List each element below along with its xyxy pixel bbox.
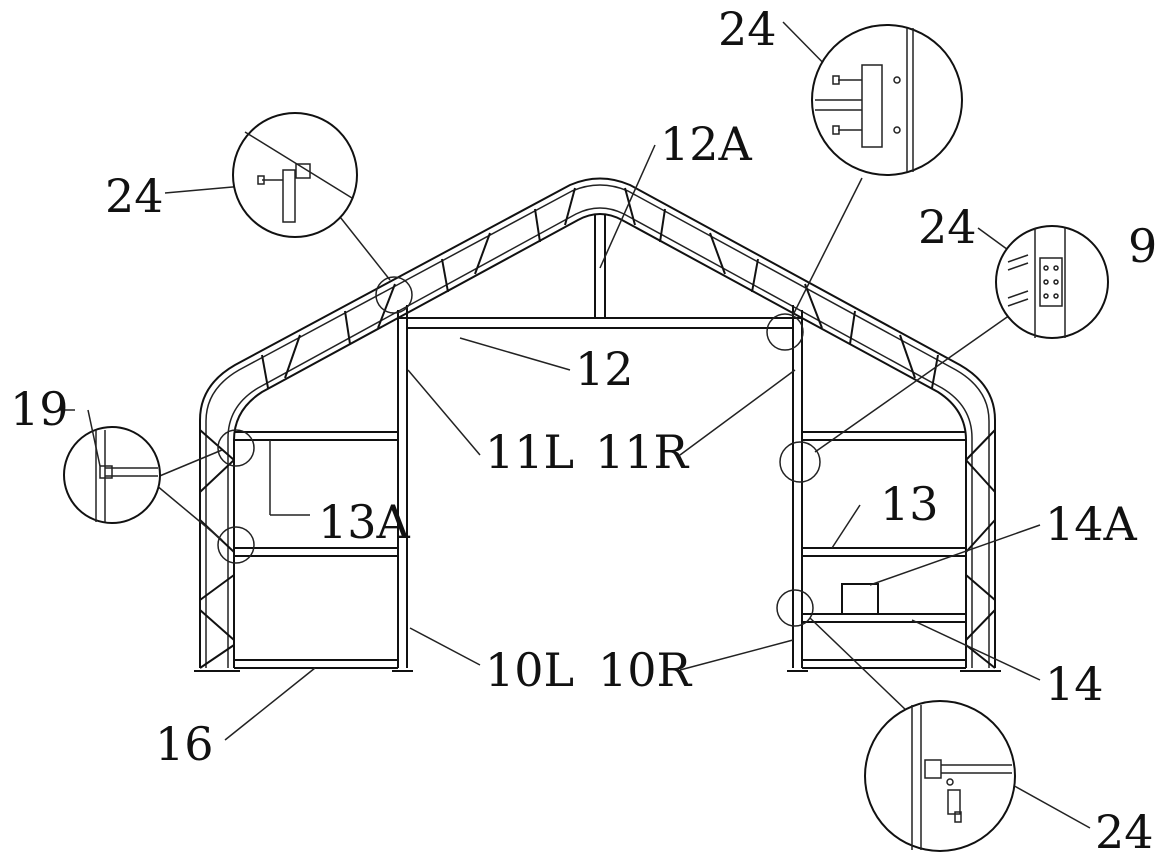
label-13: 13 bbox=[880, 477, 939, 531]
leader-lines bbox=[60, 21, 1091, 829]
label-10L: 10L bbox=[485, 643, 574, 697]
detail-circle-top-left bbox=[232, 112, 358, 238]
label-11L: 11L bbox=[485, 425, 574, 479]
detail-circle-top-right bbox=[811, 24, 963, 176]
interior-frame bbox=[194, 215, 1001, 672]
label-24-left: 24 bbox=[105, 169, 164, 223]
part-labels: 24 12A 24 24 9 12 19 11L 11R 13A 13 14A … bbox=[10, 2, 1157, 859]
label-9: 9 bbox=[1128, 219, 1157, 273]
label-14A: 14A bbox=[1045, 497, 1138, 551]
detail-circle-splice bbox=[995, 225, 1109, 339]
truss-bracing bbox=[199, 187, 996, 669]
label-16: 16 bbox=[155, 717, 214, 771]
label-12A: 12A bbox=[660, 117, 753, 171]
label-14: 14 bbox=[1045, 657, 1104, 711]
detail-circle-left bbox=[63, 409, 161, 524]
label-24-bottom: 24 bbox=[1095, 805, 1154, 859]
label-13A: 13A bbox=[318, 495, 411, 549]
label-12: 12 bbox=[575, 342, 634, 396]
arch-truss bbox=[199, 177, 996, 668]
joint-markers bbox=[217, 276, 821, 627]
label-24-right: 24 bbox=[918, 200, 977, 254]
label-10R: 10R bbox=[598, 643, 693, 697]
label-11R: 11R bbox=[595, 425, 690, 479]
detail-circle-bottom-right bbox=[864, 700, 1016, 852]
label-24-top: 24 bbox=[718, 2, 777, 56]
label-19: 19 bbox=[10, 382, 69, 436]
